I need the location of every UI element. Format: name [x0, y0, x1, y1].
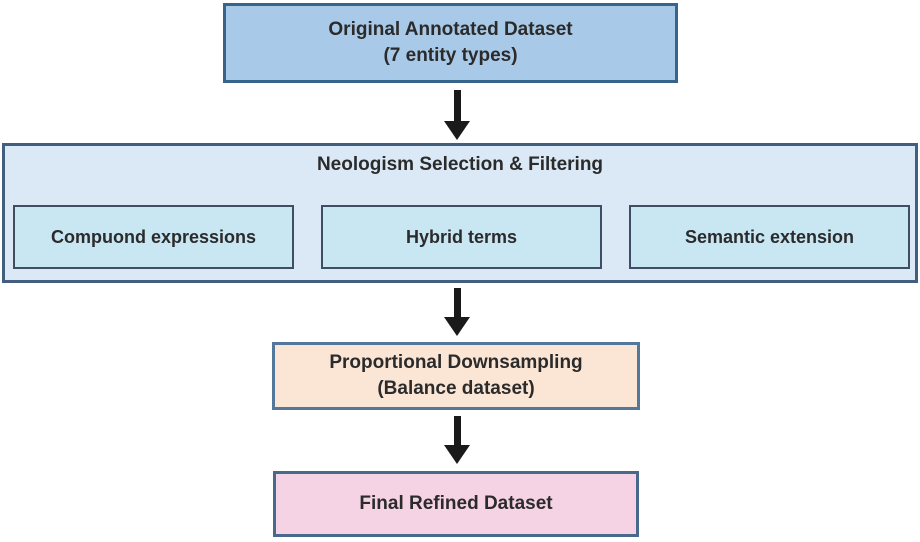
hybrid-terms-label: Hybrid terms — [405, 226, 518, 247]
proportional-downsampling-box: Proportional Downsampling (Balance datas… — [272, 342, 640, 410]
arrow-head — [444, 445, 470, 464]
neologism-filtering-section: Neologism Selection & Filtering Compuond… — [2, 143, 918, 283]
final-refined-dataset-label: Final Refined Dataset — [359, 493, 553, 514]
original-dataset-line2: (7 entity types) — [383, 45, 518, 66]
hybrid-terms-box: Hybrid terms — [321, 205, 602, 269]
original-dataset-box: Original Annotated Dataset (7 entity typ… — [223, 3, 678, 83]
semantic-extension-box: Semantic extension — [629, 205, 910, 269]
semantic-extension-label: Semantic extension — [684, 226, 855, 247]
arrow-head — [444, 317, 470, 336]
final-refined-dataset-box: Final Refined Dataset — [273, 471, 639, 537]
arrow-shaft — [453, 288, 461, 317]
original-dataset-line1: Original Annotated Dataset — [328, 19, 573, 40]
arrow-down-icon — [444, 416, 470, 464]
neologism-filtering-title: Neologism Selection & Filtering — [316, 154, 604, 175]
arrow-shaft — [453, 90, 461, 121]
proportional-downsampling-line1: Proportional Downsampling — [329, 352, 583, 373]
arrow-shaft — [453, 416, 461, 445]
arrow-down-icon — [444, 90, 470, 140]
compound-expressions-label: Compuond expressions — [50, 226, 257, 247]
arrow-head — [444, 121, 470, 140]
arrow-down-icon — [444, 288, 470, 336]
proportional-downsampling-line2: (Balance dataset) — [377, 378, 535, 399]
compound-expressions-box: Compuond expressions — [13, 205, 294, 269]
